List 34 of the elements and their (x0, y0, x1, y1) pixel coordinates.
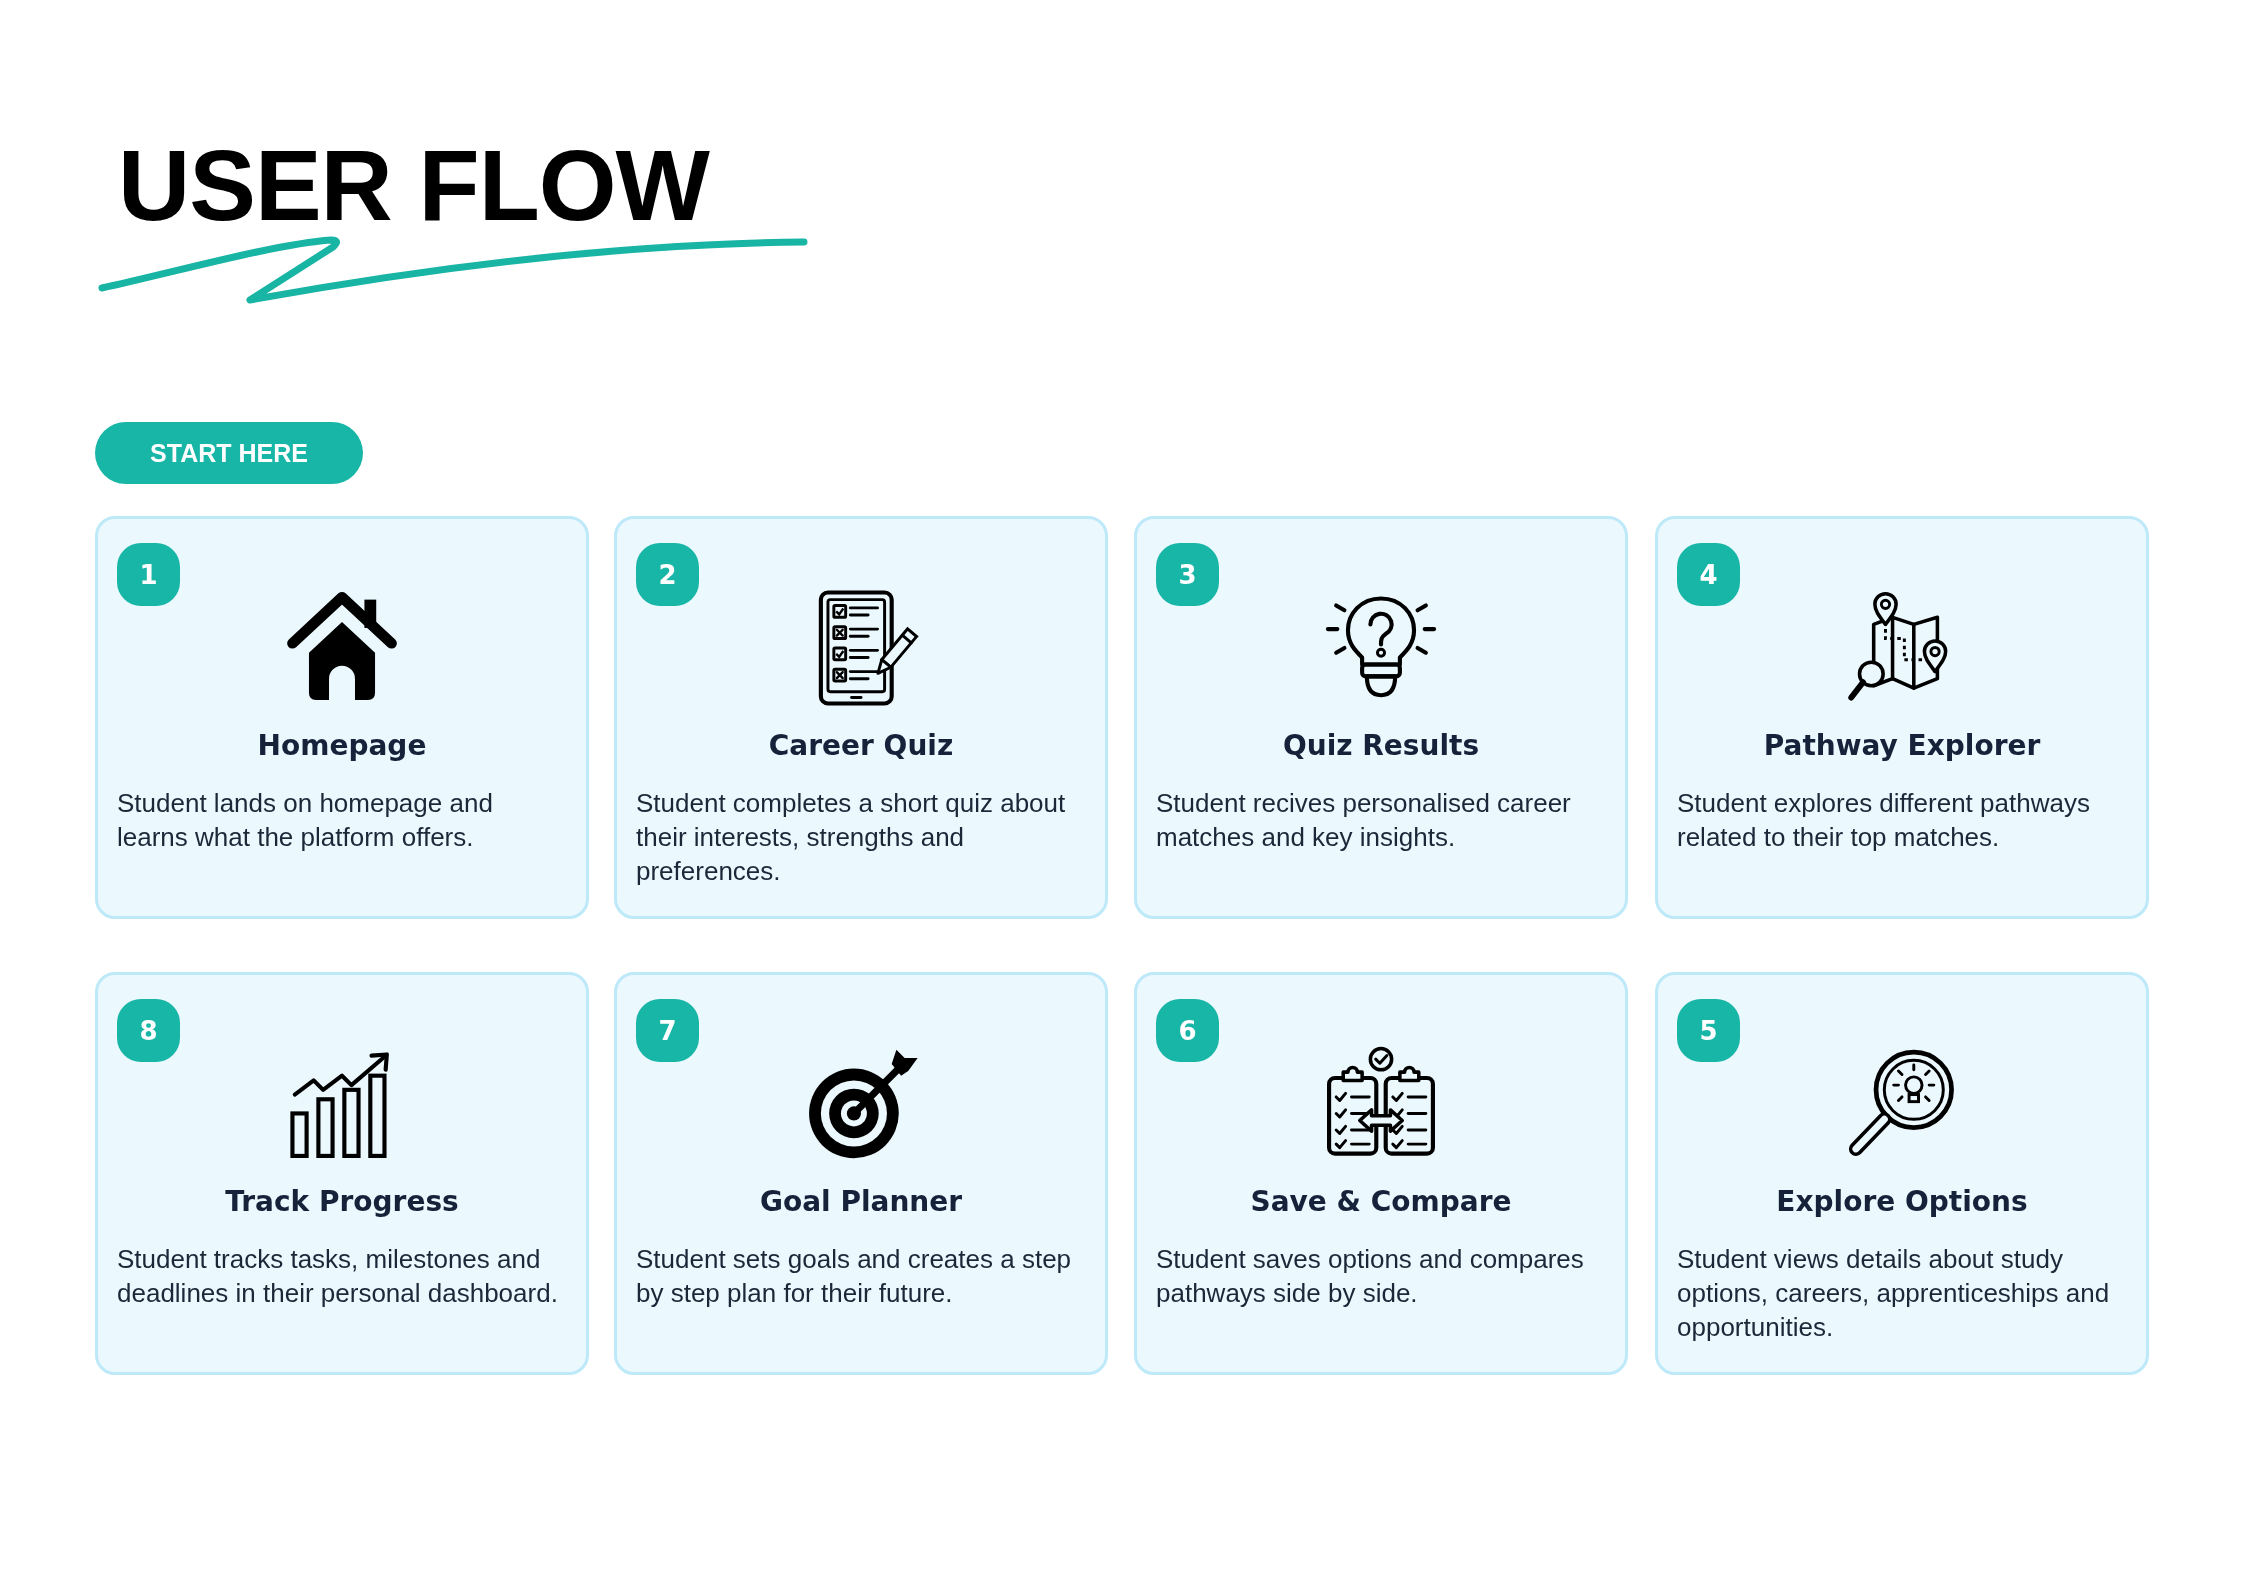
step-description: Student saves options and compares pathways side by side. (1156, 1243, 1585, 1310)
step-card (1134, 516, 1628, 919)
step-card (614, 516, 1108, 919)
step-title: Homepage (257, 728, 427, 764)
step-number-badge: 8 (117, 999, 180, 1062)
step-number-badge: 4 (1677, 543, 1740, 606)
step-number-badge: 1 (117, 543, 180, 606)
step-title: Career Quiz (768, 728, 954, 764)
step-card (1655, 972, 2149, 1375)
step-title: Goal Planner (759, 1184, 963, 1220)
step-description: Student tracks tasks, milestones and deadlines in their personal dashboard. (117, 1243, 559, 1310)
step-title: Quiz Results (1282, 728, 1480, 764)
step-card (95, 972, 589, 1375)
step-card (614, 972, 1108, 1375)
step-title: Track Progress (225, 1184, 459, 1220)
step-card (95, 516, 589, 919)
step-description: Student explores different pathways related to their top matches. (1677, 787, 2091, 854)
step-title: Explore Options (1776, 1184, 2028, 1220)
step-title: Save & Compare (1250, 1184, 1512, 1220)
step-description: Student lands on homepage and learns what the platform offers. (117, 787, 494, 854)
step-card (1655, 516, 2149, 919)
step-description: Student sets goals and creates a step by step plan for their future. (636, 1243, 1073, 1310)
step-title: Pathway Explorer (1763, 728, 2041, 764)
step-number-badge: 7 (636, 999, 699, 1062)
step-number-badge: 3 (1156, 543, 1219, 606)
page-title: USER FLOW (118, 135, 709, 235)
step-number-badge: 6 (1156, 999, 1219, 1062)
step-description: Student recives personalised career matches and key insights. (1156, 787, 1572, 854)
step-description: Student completes a short quiz about their interests, strengths and preferences. (636, 787, 1067, 888)
step-number-badge: 5 (1677, 999, 1740, 1062)
start-label-pill: START HERE (95, 422, 363, 484)
step-card (1134, 972, 1628, 1375)
step-description: Student views details about study options, careers, apprenticeships and opportunities. (1677, 1243, 2111, 1344)
step-number-badge: 2 (636, 543, 699, 606)
